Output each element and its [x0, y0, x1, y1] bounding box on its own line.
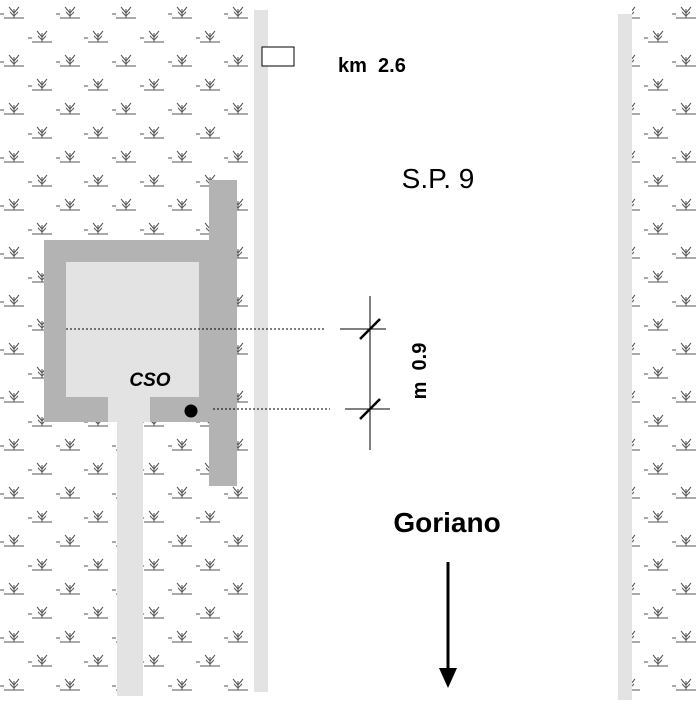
- structure-outlet-opening: [108, 396, 150, 422]
- structure-chamber: [66, 262, 199, 397]
- km-marker-box: [261, 46, 295, 67]
- dimension-tick-top: [359, 318, 381, 340]
- dimension-label: m 0.9: [409, 343, 431, 400]
- vegetation-right: [632, 0, 700, 700]
- road-name: S.P. 9: [402, 163, 475, 194]
- dimension-tick-bottom: [359, 398, 381, 420]
- dot-icon: [184, 404, 198, 418]
- cso-structure: [44, 180, 237, 486]
- km-marker-label: km 2.6: [338, 55, 406, 77]
- direction-label: Goriano: [393, 507, 500, 538]
- road-edge-left: [254, 10, 268, 692]
- cso-label: CSO: [129, 370, 170, 391]
- arrow-down-icon: [439, 562, 457, 688]
- road-edge-right: [618, 14, 632, 700]
- outlet-pipe: [117, 420, 143, 696]
